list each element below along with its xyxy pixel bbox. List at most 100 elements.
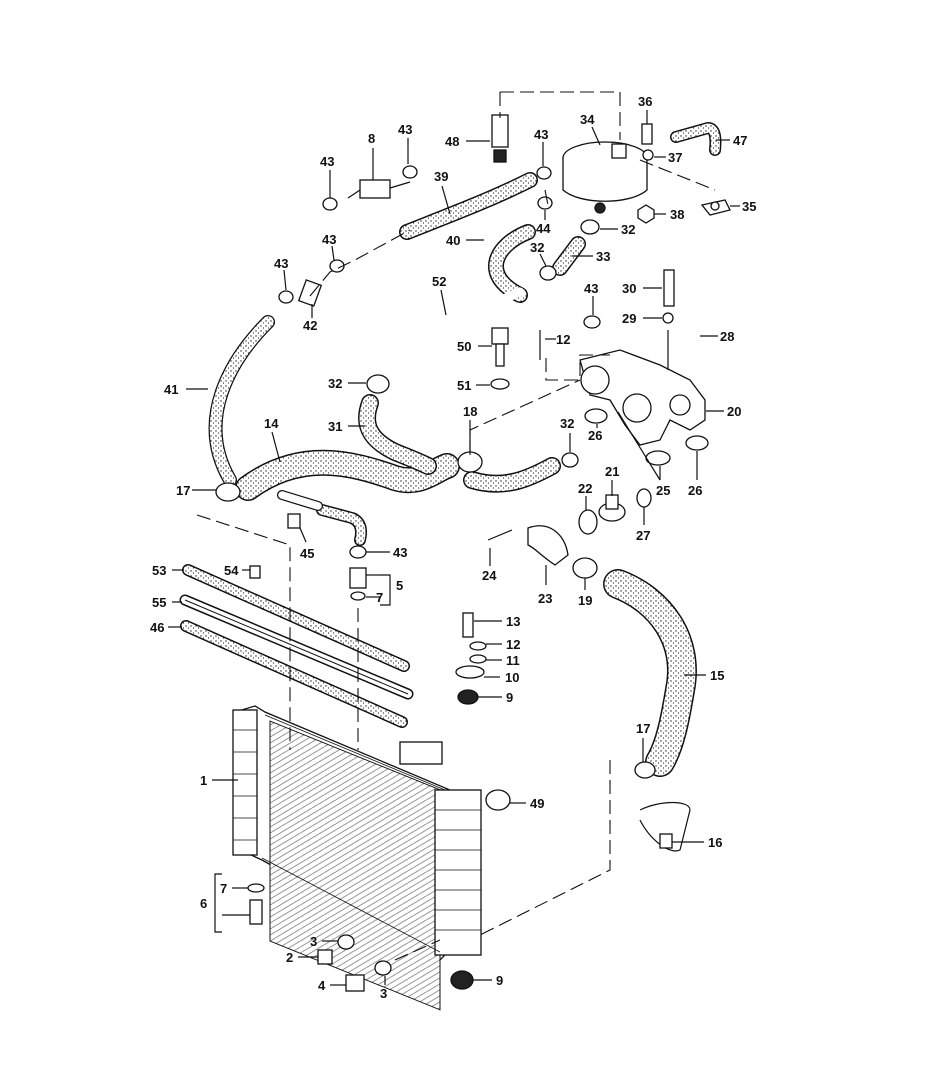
clamp-17-a xyxy=(215,482,241,502)
washer-12 xyxy=(469,641,487,651)
callout-8: 8 xyxy=(368,131,375,146)
callout-27: 27 xyxy=(636,528,650,543)
clamp-44 xyxy=(537,196,553,210)
callout-3-b: 3 xyxy=(380,986,387,1001)
expansion-tank-34 xyxy=(562,141,648,214)
hose-39 xyxy=(399,172,538,240)
callout-17-a: 17 xyxy=(176,483,190,498)
callout-17-b: 17 xyxy=(636,721,650,736)
thermostat-housing-20 xyxy=(579,349,706,446)
callout-43-g: 43 xyxy=(393,545,407,560)
screw-6 xyxy=(249,899,263,925)
hose-47 xyxy=(670,122,722,156)
callout-43-a: 43 xyxy=(320,154,334,169)
callout-43-f: 43 xyxy=(584,281,598,296)
seal-7-b xyxy=(247,883,265,893)
callout-48: 48 xyxy=(445,134,459,149)
clamp-17-b xyxy=(634,761,656,779)
strap-16 xyxy=(639,801,691,852)
callout-18: 18 xyxy=(463,404,477,419)
callout-26-b: 26 xyxy=(688,483,702,498)
callout-38: 38 xyxy=(670,207,684,222)
ring-22 xyxy=(578,509,598,535)
callout-32-a: 32 xyxy=(328,376,342,391)
callout-9-a: 9 xyxy=(506,690,513,705)
callout-16: 16 xyxy=(708,835,722,850)
callout-21: 21 xyxy=(605,464,619,479)
callout-32-d: 32 xyxy=(621,222,635,237)
strip-46 xyxy=(180,620,408,728)
callout-51: 51 xyxy=(457,378,471,393)
callout-4: 4 xyxy=(318,978,326,993)
clamp-32-c xyxy=(539,265,557,281)
callout-7-a: 7 xyxy=(376,590,383,605)
callout-43-d: 43 xyxy=(274,256,288,271)
callouts: 1 2 3 3 4 5 7 6 7 8 9 9 xyxy=(150,94,756,1001)
bolt-24 xyxy=(487,529,513,541)
washer-11 xyxy=(469,654,487,664)
strip-55 xyxy=(179,594,414,700)
radiator xyxy=(232,705,482,1011)
callout-29: 29 xyxy=(622,311,636,326)
callout-10: 10 xyxy=(505,670,519,685)
mount-9-b xyxy=(450,970,474,990)
strip-53 xyxy=(182,564,410,672)
callout-1: 1 xyxy=(200,773,207,788)
callout-33: 33 xyxy=(596,249,610,264)
clamp-43-e xyxy=(536,166,552,180)
sensor-48 xyxy=(491,114,509,163)
clamp-43-d xyxy=(278,290,294,304)
clamp-43-c xyxy=(329,259,345,273)
callout-14: 14 xyxy=(264,416,279,431)
drain-plug-2 xyxy=(317,949,333,965)
callout-24: 24 xyxy=(482,568,497,583)
clamp-43-a xyxy=(322,197,338,211)
hose-41 xyxy=(208,315,275,487)
gasket-26-b xyxy=(685,435,709,451)
callout-39: 39 xyxy=(434,169,448,184)
callout-5: 5 xyxy=(396,578,403,593)
callout-2: 2 xyxy=(286,950,293,965)
seal-3-b xyxy=(374,960,392,976)
clamp-19 xyxy=(572,557,598,579)
callout-54: 54 xyxy=(224,563,239,578)
nut-38 xyxy=(637,204,655,224)
callout-45: 45 xyxy=(300,546,314,561)
hose-15 xyxy=(603,569,697,777)
callout-37: 37 xyxy=(668,150,682,165)
valve-8 xyxy=(347,179,411,199)
callout-46: 46 xyxy=(150,620,164,635)
callout-40: 40 xyxy=(446,233,460,248)
gasket-26-a xyxy=(584,408,608,424)
washer-37 xyxy=(642,149,654,161)
radiator-left-tank xyxy=(232,709,258,856)
callout-47: 47 xyxy=(733,133,747,148)
callout-32-c: 32 xyxy=(530,240,544,255)
callout-22: 22 xyxy=(578,481,592,496)
callout-28: 28 xyxy=(720,329,734,344)
callout-32-b: 32 xyxy=(560,416,574,431)
callout-50: 50 xyxy=(457,339,471,354)
callout-49: 49 xyxy=(530,796,544,811)
cap-35 xyxy=(700,199,731,216)
connector-42 xyxy=(297,279,323,307)
callout-42: 42 xyxy=(303,318,317,333)
callout-55: 55 xyxy=(152,595,166,610)
hose-18-section xyxy=(463,457,561,493)
callout-52: 52 xyxy=(432,274,446,289)
clamp-32-d xyxy=(580,219,600,235)
callout-9-b: 9 xyxy=(496,973,503,988)
radiator-right-tank xyxy=(434,789,482,956)
callout-15: 15 xyxy=(710,668,724,683)
screw-13 xyxy=(462,612,474,638)
sender-50 xyxy=(491,327,509,367)
bracket-10 xyxy=(455,665,485,679)
bolt-36 xyxy=(641,123,653,145)
washer-29 xyxy=(662,312,674,324)
clamp-32-b xyxy=(561,452,579,468)
callout-41: 41 xyxy=(164,382,178,397)
clamp-43-b xyxy=(402,165,418,179)
fitting-4 xyxy=(345,974,365,992)
callout-11: 11 xyxy=(506,653,520,668)
